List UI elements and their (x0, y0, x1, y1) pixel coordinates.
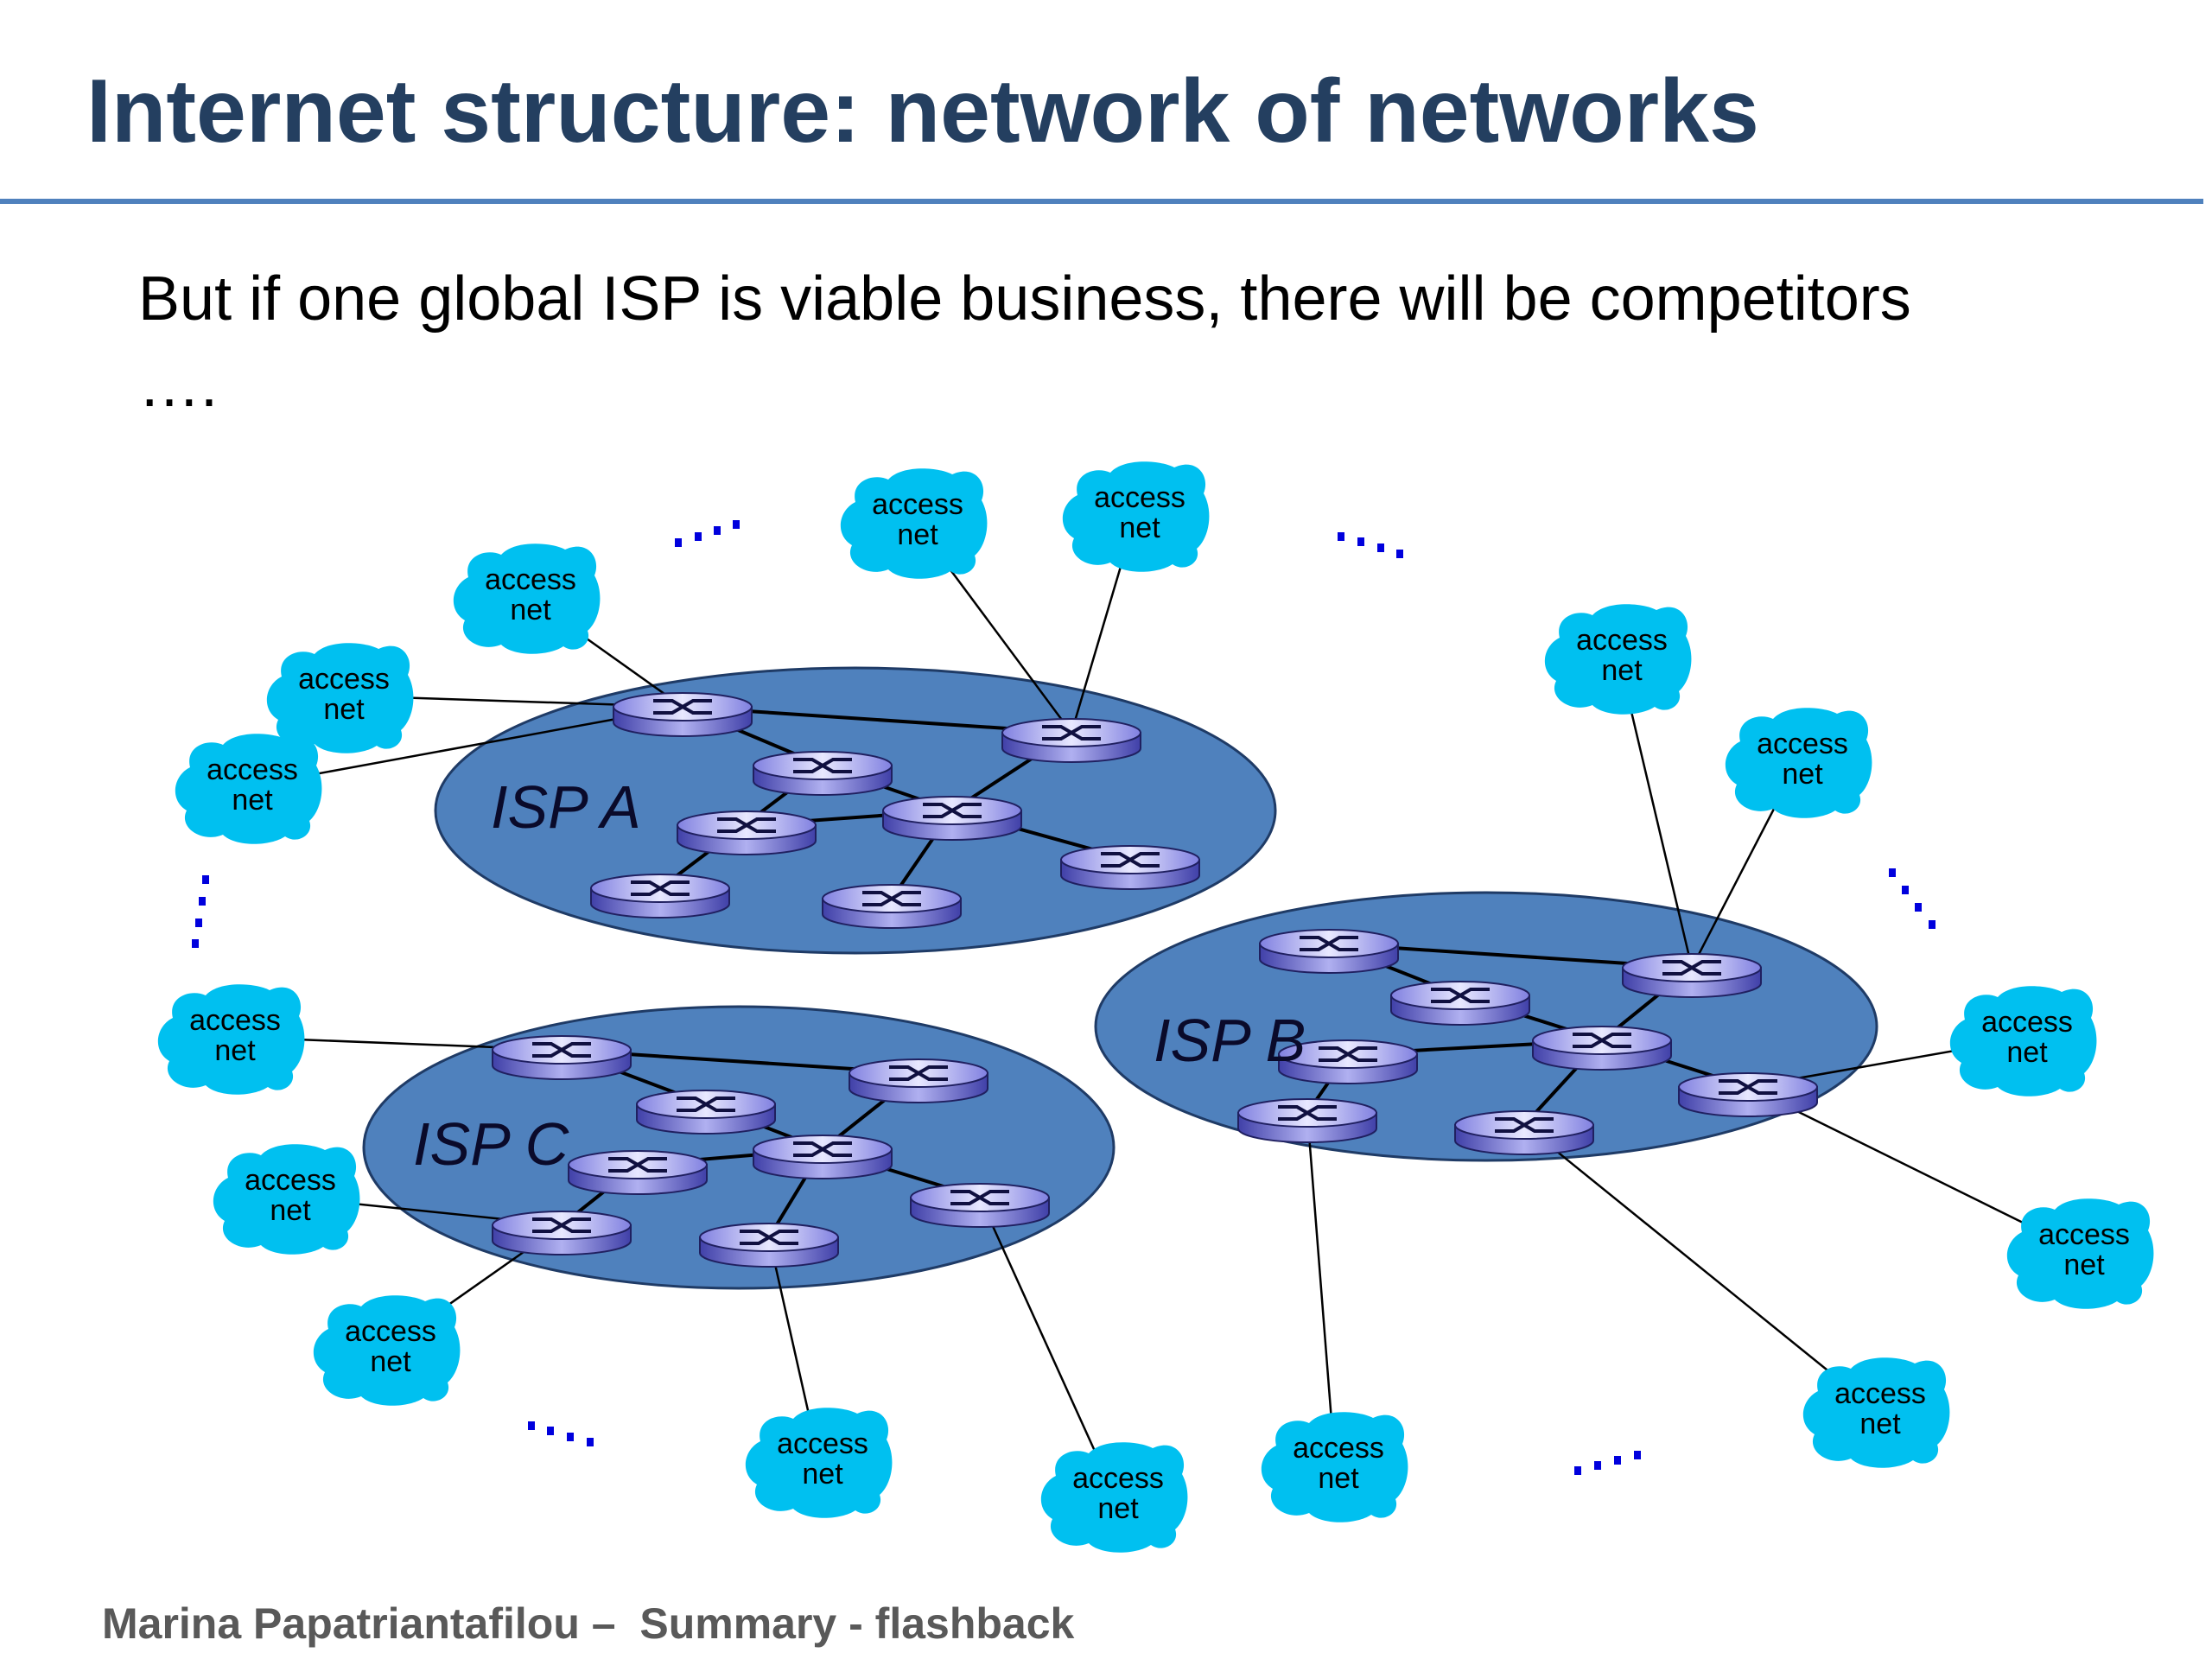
access-net-label: access (2038, 1218, 2130, 1251)
isp-a-label: ISP A (491, 773, 641, 841)
router-icon (882, 796, 1022, 841)
router-icon (568, 1150, 708, 1195)
router-icon (677, 810, 817, 855)
footer-text: Marina Papatriantafilou – Summary - flas… (102, 1599, 1075, 1648)
isp-b-label: ISP B (1154, 1007, 1306, 1074)
router-icon (910, 1183, 1050, 1228)
router-icon (492, 1035, 632, 1080)
access-net-label: access (207, 753, 298, 786)
router-icon (822, 884, 962, 929)
access-net-label: net (1601, 654, 1643, 687)
access-net-label: net (232, 784, 273, 817)
network-link (248, 705, 683, 788)
access-net-label: net (1318, 1462, 1359, 1495)
access-net-label: net (510, 594, 551, 626)
router-icon (1259, 929, 1399, 974)
network-link (978, 1197, 1116, 1496)
ellipsis-dots (528, 1421, 594, 1446)
access-net-label: access (1576, 624, 1668, 657)
router-icon (753, 1135, 893, 1179)
access-net-label: net (270, 1194, 311, 1227)
network-link (1523, 1124, 1878, 1411)
ellipsis-dots (1574, 1451, 1641, 1475)
body-ellipsis: …. (138, 351, 219, 420)
router-icon (1532, 1026, 1672, 1071)
router-icon (1454, 1110, 1594, 1155)
router-icon (1278, 1039, 1418, 1084)
title-divider (0, 199, 2203, 204)
router-icon (492, 1211, 632, 1255)
router-icon (1001, 718, 1141, 763)
access-net-label: access (1293, 1432, 1384, 1465)
network-link (1306, 1112, 1337, 1465)
router-icon (753, 751, 893, 796)
access-net-label: net (897, 518, 938, 551)
router-icon (590, 874, 730, 918)
access-net-label: net (214, 1034, 256, 1067)
router-icon (1060, 845, 1200, 890)
router-icon (849, 1058, 988, 1103)
router-icon (1678, 1072, 1818, 1117)
access-net-label: net (370, 1345, 411, 1378)
access-net-label: access (1981, 1006, 2073, 1039)
access-net-label: access (1757, 728, 1848, 760)
ellipsis-dots (1338, 532, 1403, 558)
access-net-label: net (1097, 1492, 1139, 1525)
ellipsis-dots (1889, 868, 1936, 929)
access-net-label: net (802, 1458, 843, 1491)
ellipsis-dots (192, 875, 209, 948)
access-net-label: access (1094, 481, 1185, 514)
isp-c-label: ISP C (413, 1110, 569, 1178)
access-net-label: access (1072, 1462, 1164, 1495)
access-net-label: net (2006, 1036, 2048, 1069)
router-icon (613, 692, 753, 737)
access-net-label: access (872, 488, 963, 521)
access-net-label: access (485, 563, 576, 596)
router-icon (1390, 981, 1530, 1026)
body-text: But if one global ISP is viable business… (138, 264, 1911, 334)
access-net-label: net (2063, 1249, 2105, 1281)
access-net-label: net (1859, 1408, 1901, 1440)
access-net-label: access (777, 1427, 868, 1460)
access-net-label: net (323, 693, 365, 726)
slide-title: Internet structure: network of networks (86, 61, 1759, 162)
router-icon (1237, 1098, 1377, 1143)
ellipsis-dots (675, 520, 740, 547)
access-net-label: net (1782, 758, 1823, 791)
access-net-label: access (1834, 1377, 1926, 1410)
access-net-label: access (298, 663, 390, 696)
access-net-label: access (189, 1004, 281, 1037)
access-net-label: access (245, 1164, 336, 1197)
access-net-label: net (1119, 512, 1160, 544)
router-icon (636, 1090, 776, 1135)
access-net-label: access (345, 1315, 436, 1348)
router-icon (699, 1223, 839, 1268)
router-icon (1622, 953, 1762, 998)
